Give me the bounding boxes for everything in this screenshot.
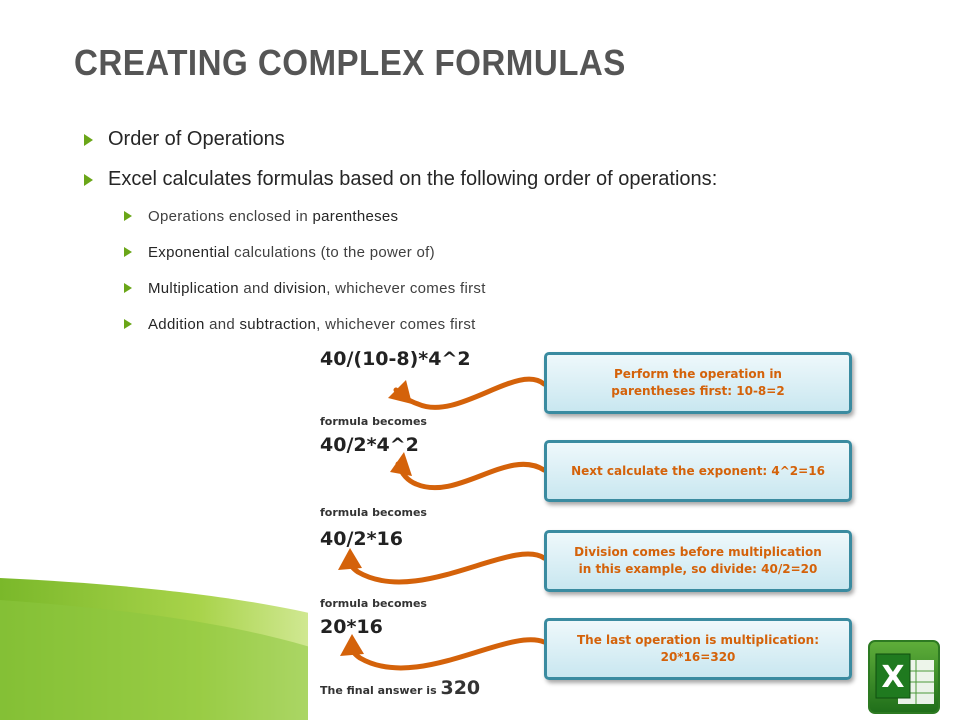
excel-logo-icon: X: [868, 640, 940, 714]
sub-bullet-arrow-icon: [124, 247, 132, 257]
callout-text: 20*16=320: [660, 650, 736, 664]
sub-bullet-text: and: [238, 280, 274, 297]
sub-bullet-keyword: Exponential: [148, 244, 230, 261]
sub-bullet-text: and: [204, 316, 240, 333]
callout-step-1: Perform the operation in parentheses firs…: [544, 352, 852, 414]
excel-logo-letter: X: [881, 660, 904, 695]
bullet-text: Order of Operations: [108, 128, 285, 150]
callout-text: in this example, so divide: 40/2=20: [578, 562, 818, 576]
callout-text: Perform the operation in: [614, 367, 782, 381]
sub-bullet-keyword: parentheses: [312, 208, 399, 225]
callout-text: The last operation is multiplication:: [576, 633, 820, 647]
slide-title: CREATING COMPLEX FORMULAS: [74, 42, 626, 83]
sub-bullet-arrow-icon: [124, 319, 132, 329]
bullet-list: Order of Operations Excel calculates for…: [84, 128, 934, 352]
sub-bullet-keyword: division: [273, 280, 327, 297]
callout-text: parentheses first: 10-8=2: [611, 384, 785, 398]
sub-bullet-item: Multiplication and division, whichever c…: [84, 280, 934, 298]
bullet-text: Excel calculates formulas based on the f…: [108, 168, 544, 190]
bullet-arrow-icon: [84, 174, 93, 186]
bullet-item: Order of Operations: [84, 128, 934, 150]
final-answer-label: The final answer is: [320, 684, 441, 697]
callout-step-2: Next calculate the exponent: 4^2=16: [544, 440, 852, 502]
bullet-text: :: [711, 168, 718, 190]
formula-becomes-label: formula becomes: [320, 597, 427, 610]
final-answer-value: 320: [440, 677, 481, 699]
sub-bullet-text: , whichever comes first: [326, 280, 486, 297]
bullet-emphasis: order of operations: [543, 168, 712, 190]
sub-bullet-keyword: subtraction: [239, 316, 317, 333]
formula-becomes-label: formula becomes: [320, 506, 427, 519]
formula-step-3: 40/2*16: [320, 528, 403, 550]
formula-becomes-label: formula becomes: [320, 415, 427, 428]
sub-bullet-item: Addition and subtraction, whichever come…: [84, 316, 934, 334]
sub-bullet-item: Operations enclosed in parentheses: [84, 208, 934, 226]
order-of-operations-figure: 40/(10-8)*4^2 formula becomes 40/2*4^2 f…: [308, 342, 856, 720]
sub-bullet-keyword: Addition: [148, 316, 205, 333]
sub-bullet-text: calculations (to the power of): [229, 244, 435, 261]
sub-bullet-keyword: Multiplication: [148, 280, 239, 297]
formula-step-2: 40/2*4^2: [320, 434, 419, 456]
sub-bullet-text: , whichever comes first: [316, 316, 476, 333]
sub-bullet-arrow-icon: [124, 283, 132, 293]
callout-step-3: Division comes before multiplication in t…: [544, 530, 852, 592]
bullet-arrow-icon: [84, 134, 93, 146]
callout-text: Division comes before multiplication: [574, 545, 822, 559]
sub-bullet-arrow-icon: [124, 211, 132, 221]
callout-step-4: The last operation is multiplication: 20*…: [544, 618, 852, 680]
sub-bullet-item: Exponential calculations (to the power o…: [84, 244, 934, 262]
curved-arrows-graphic: [338, 376, 547, 671]
formula-step-1: 40/(10-8)*4^2: [320, 348, 471, 370]
callout-text: Next calculate the exponent: 4^2=16: [571, 463, 825, 478]
sub-bullet-text: Operations enclosed in: [148, 208, 313, 225]
final-answer: The final answer is 320: [320, 677, 480, 699]
formula-step-4: 20*16: [320, 616, 383, 638]
bullet-item: Excel calculates formulas based on the f…: [84, 168, 934, 190]
